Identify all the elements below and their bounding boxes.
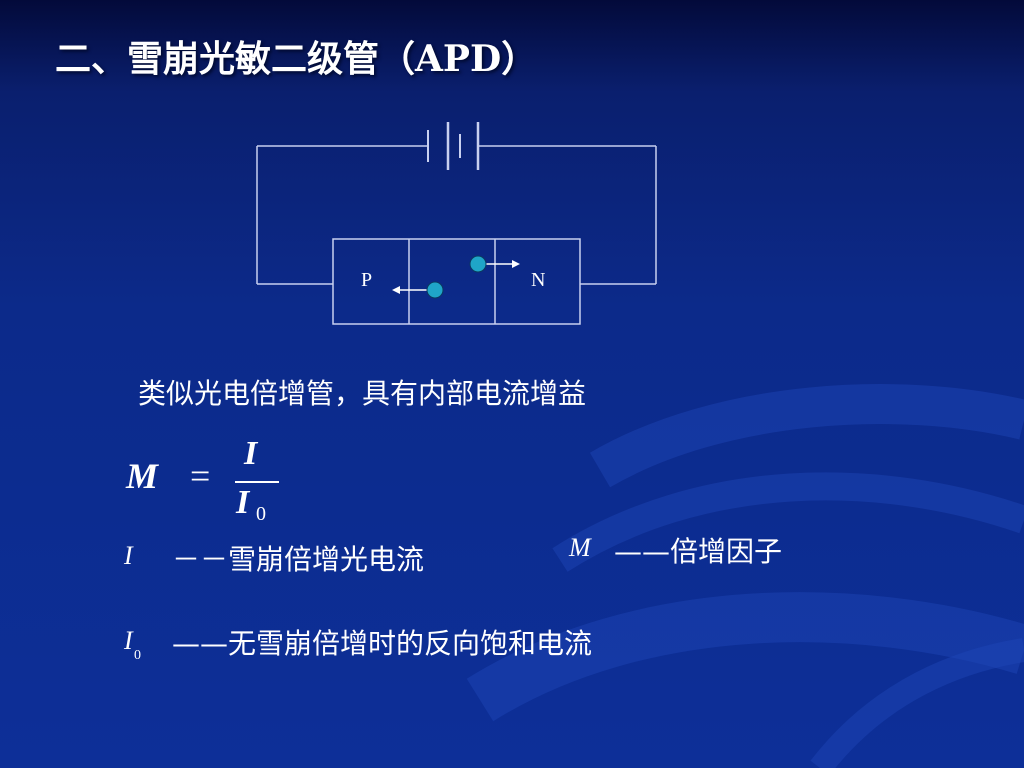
electron-carrier	[469, 255, 487, 273]
formula-lhs: M	[126, 456, 159, 496]
definition-text: ——无雪崩倍增时的反向饱和电流	[172, 627, 593, 660]
formula-equals: =	[190, 456, 211, 496]
diode-body	[332, 238, 581, 325]
slide-title: 二、雪崩光敏二级管（APD）	[55, 38, 538, 80]
arrow-left-head	[392, 286, 400, 294]
definition-text: －－雪崩倍增光电流	[172, 543, 425, 576]
definition-symbol: I	[124, 626, 133, 655]
hole-carrier	[426, 281, 444, 299]
n-region-label: N	[531, 269, 545, 291]
formula-fraction-bar	[235, 481, 279, 483]
formula-denominator-subscript: 0	[256, 503, 266, 525]
description-text: 类似光电倍增管，具有内部电流增益	[138, 377, 587, 410]
definition-symbol: I	[124, 541, 133, 570]
p-region-label: P	[361, 269, 372, 291]
formula-denominator: I	[236, 484, 250, 521]
definition-subscript: 0	[134, 648, 141, 663]
formula-numerator: I	[244, 435, 258, 472]
definition-symbol: M	[569, 533, 591, 562]
definition-text: ——倍增因子	[614, 535, 783, 568]
arrow-right-head	[512, 260, 520, 268]
